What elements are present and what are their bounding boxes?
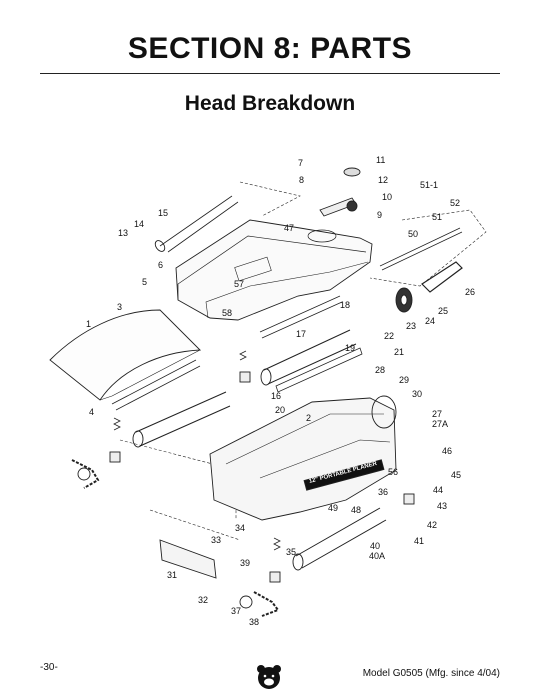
dust-cover	[49, 309, 202, 401]
callout-7: 7	[298, 158, 304, 168]
callout-4: 4	[89, 407, 95, 417]
callout-20: 20	[275, 405, 286, 415]
callout-49: 49	[328, 503, 339, 513]
callout-27: 27	[432, 409, 443, 419]
section-title: SECTION 8: PARTS	[127, 32, 413, 65]
callout-40A: 40A	[369, 551, 386, 561]
callout-39: 39	[240, 558, 251, 568]
callout-27A: 27A	[432, 419, 449, 429]
callout-18: 18	[340, 300, 351, 310]
callout-33: 33	[211, 535, 222, 545]
callout-32: 32	[198, 595, 209, 605]
callout-16: 16	[271, 391, 282, 401]
callout-13: 13	[118, 228, 129, 238]
callout-1: 1	[86, 319, 92, 329]
callout-35: 35	[286, 547, 297, 557]
callout-2: 2	[306, 413, 312, 423]
callout-12: 12	[378, 175, 389, 185]
model-info: Model G0505 (Mfg. since 4/04)	[362, 668, 500, 679]
callout-38: 38	[249, 617, 260, 627]
callout-14: 14	[134, 219, 145, 229]
callout-29: 29	[399, 375, 410, 385]
callout-25: 25	[438, 306, 449, 316]
main-frame	[209, 397, 397, 521]
callout-36: 36	[378, 487, 389, 497]
callout-24: 24	[425, 316, 436, 326]
callout-26: 26	[465, 287, 476, 297]
callout-31: 31	[167, 570, 178, 580]
callout-41: 41	[414, 536, 425, 546]
callout-48: 48	[351, 505, 362, 515]
callout-6: 6	[158, 260, 164, 270]
callout-50: 50	[408, 229, 419, 239]
callout-52: 52	[450, 198, 461, 208]
callout-30: 30	[412, 389, 423, 399]
callout-11: 11	[376, 155, 386, 165]
callout-34: 34	[235, 523, 246, 533]
callout-23: 23	[406, 321, 417, 331]
callout-47: 47	[284, 223, 295, 233]
callout-44: 44	[433, 485, 444, 495]
title-rule	[40, 73, 500, 74]
callout-56: 56	[388, 467, 399, 477]
callout-9: 9	[377, 210, 383, 220]
callout-40: 40	[370, 541, 381, 551]
callout-51-1: 51-1	[420, 180, 439, 190]
callout-42: 42	[427, 520, 438, 530]
callout-22: 22	[384, 331, 395, 341]
callout-58: 58	[222, 308, 233, 318]
callout-10: 10	[382, 192, 393, 202]
callout-3: 3	[117, 302, 123, 312]
callout-51: 51	[432, 212, 443, 222]
callout-21: 21	[394, 347, 405, 357]
callout-28: 28	[375, 365, 386, 375]
callout-17: 17	[296, 329, 307, 339]
callout-45: 45	[451, 470, 462, 480]
callout-5: 5	[142, 277, 148, 287]
callout-8: 8	[299, 175, 305, 185]
callout-46: 46	[442, 446, 453, 456]
page-number: -30-	[40, 662, 58, 673]
callout-57: 57	[234, 279, 245, 289]
page-subtitle: Head Breakdown	[184, 92, 356, 115]
bear-logo-icon	[257, 665, 281, 689]
callout-19: 19	[345, 343, 356, 353]
callout-15: 15	[158, 208, 169, 218]
callout-37: 37	[231, 606, 242, 616]
callout-43: 43	[437, 501, 448, 511]
